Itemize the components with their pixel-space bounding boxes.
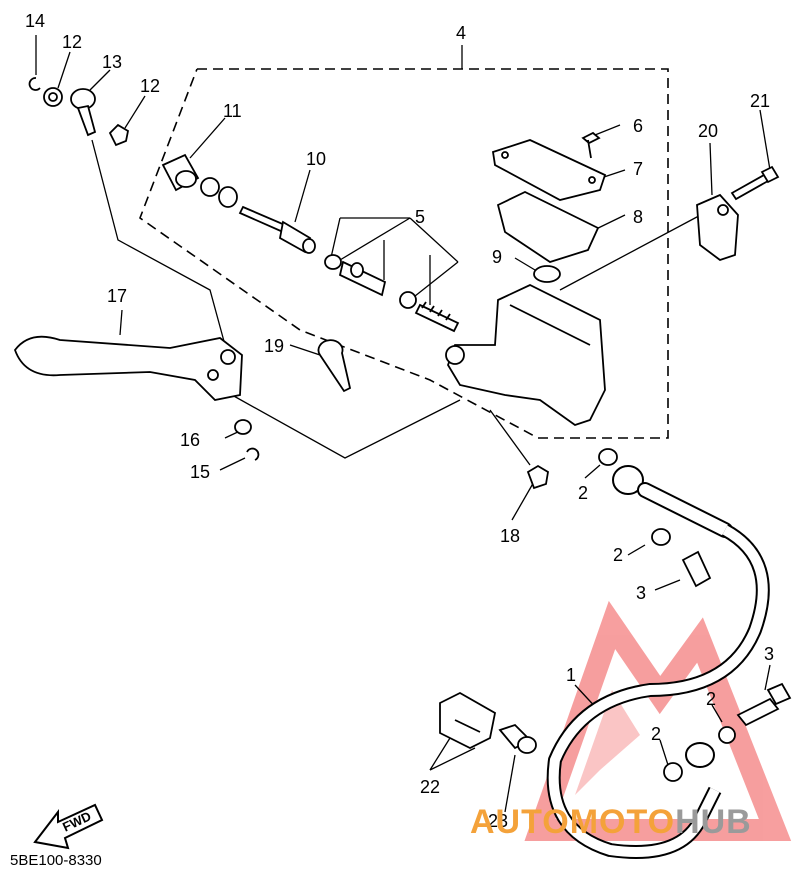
nut-18 bbox=[526, 464, 549, 490]
watermark-part2: HUB bbox=[675, 803, 752, 841]
dust-boot-11 bbox=[161, 153, 238, 208]
washer-2-upper bbox=[598, 448, 618, 466]
master-cylinder-body bbox=[447, 284, 606, 426]
callout-12: 12 bbox=[140, 76, 161, 96]
push-rod-10 bbox=[238, 205, 316, 254]
callout-2: 2 bbox=[613, 545, 624, 565]
fwd-arrow-icon bbox=[33, 803, 104, 850]
callout-17: 17 bbox=[107, 286, 128, 306]
callout-1: 1 bbox=[566, 665, 577, 685]
callout-22: 22 bbox=[420, 777, 441, 797]
banjo-bolt-3-upper bbox=[681, 550, 712, 588]
callout-2: 2 bbox=[706, 689, 717, 709]
callout-6: 6 bbox=[633, 116, 644, 136]
callout-8: 8 bbox=[633, 207, 644, 227]
callout-2: 2 bbox=[578, 483, 589, 503]
nut-12-right bbox=[108, 123, 130, 147]
bolt-21 bbox=[730, 173, 770, 201]
piston-kit-5 bbox=[324, 254, 460, 333]
pivot-bolt-13 bbox=[70, 88, 97, 137]
washer-2-lowmid bbox=[663, 762, 683, 782]
callout-2: 2 bbox=[651, 724, 662, 744]
nut-12-left bbox=[43, 87, 63, 107]
callout-14: 14 bbox=[25, 11, 46, 31]
callout-18: 18 bbox=[500, 526, 521, 546]
circlip-14 bbox=[28, 77, 41, 91]
pivot-bolt-19 bbox=[317, 339, 352, 393]
callout-3: 3 bbox=[764, 644, 775, 664]
callout-20: 20 bbox=[698, 121, 719, 141]
callout-21: 21 bbox=[750, 91, 771, 111]
diaphragm-9 bbox=[533, 265, 561, 283]
part-code: 5BE100-8330 bbox=[10, 852, 102, 869]
callout-13: 13 bbox=[102, 52, 123, 72]
callout-4: 4 bbox=[456, 23, 467, 43]
callout-7: 7 bbox=[633, 159, 644, 179]
callout-15: 15 bbox=[190, 462, 211, 482]
clip-15 bbox=[246, 447, 260, 461]
clutch-hose-1 bbox=[546, 465, 770, 859]
banjo-bolt-3-lower bbox=[736, 697, 780, 727]
callout-12: 12 bbox=[62, 32, 83, 52]
callout-9: 9 bbox=[492, 247, 503, 267]
callout-10: 10 bbox=[306, 149, 327, 169]
reservoir-cap-7 bbox=[491, 139, 607, 201]
screw-6 bbox=[581, 131, 601, 159]
callout-11: 11 bbox=[223, 101, 242, 121]
callout-16: 16 bbox=[180, 430, 201, 450]
watermark-part1: AUTOMOTO bbox=[470, 803, 676, 841]
washer-16 bbox=[234, 419, 252, 435]
hose-clamp-22 bbox=[439, 691, 537, 754]
assembly-boundary bbox=[139, 68, 669, 439]
washer-2-mid bbox=[651, 528, 671, 546]
callout-19: 19 bbox=[264, 336, 285, 356]
diaphragm-8 bbox=[496, 190, 600, 263]
lever-17 bbox=[13, 335, 243, 401]
callout-5: 5 bbox=[415, 207, 426, 227]
holder-20 bbox=[696, 193, 739, 262]
washer-2-lowright bbox=[718, 726, 736, 744]
callout-23: 23 bbox=[488, 811, 509, 831]
callout-3: 3 bbox=[636, 583, 647, 603]
watermark-text: AUTOMOTOHUB bbox=[470, 803, 752, 842]
